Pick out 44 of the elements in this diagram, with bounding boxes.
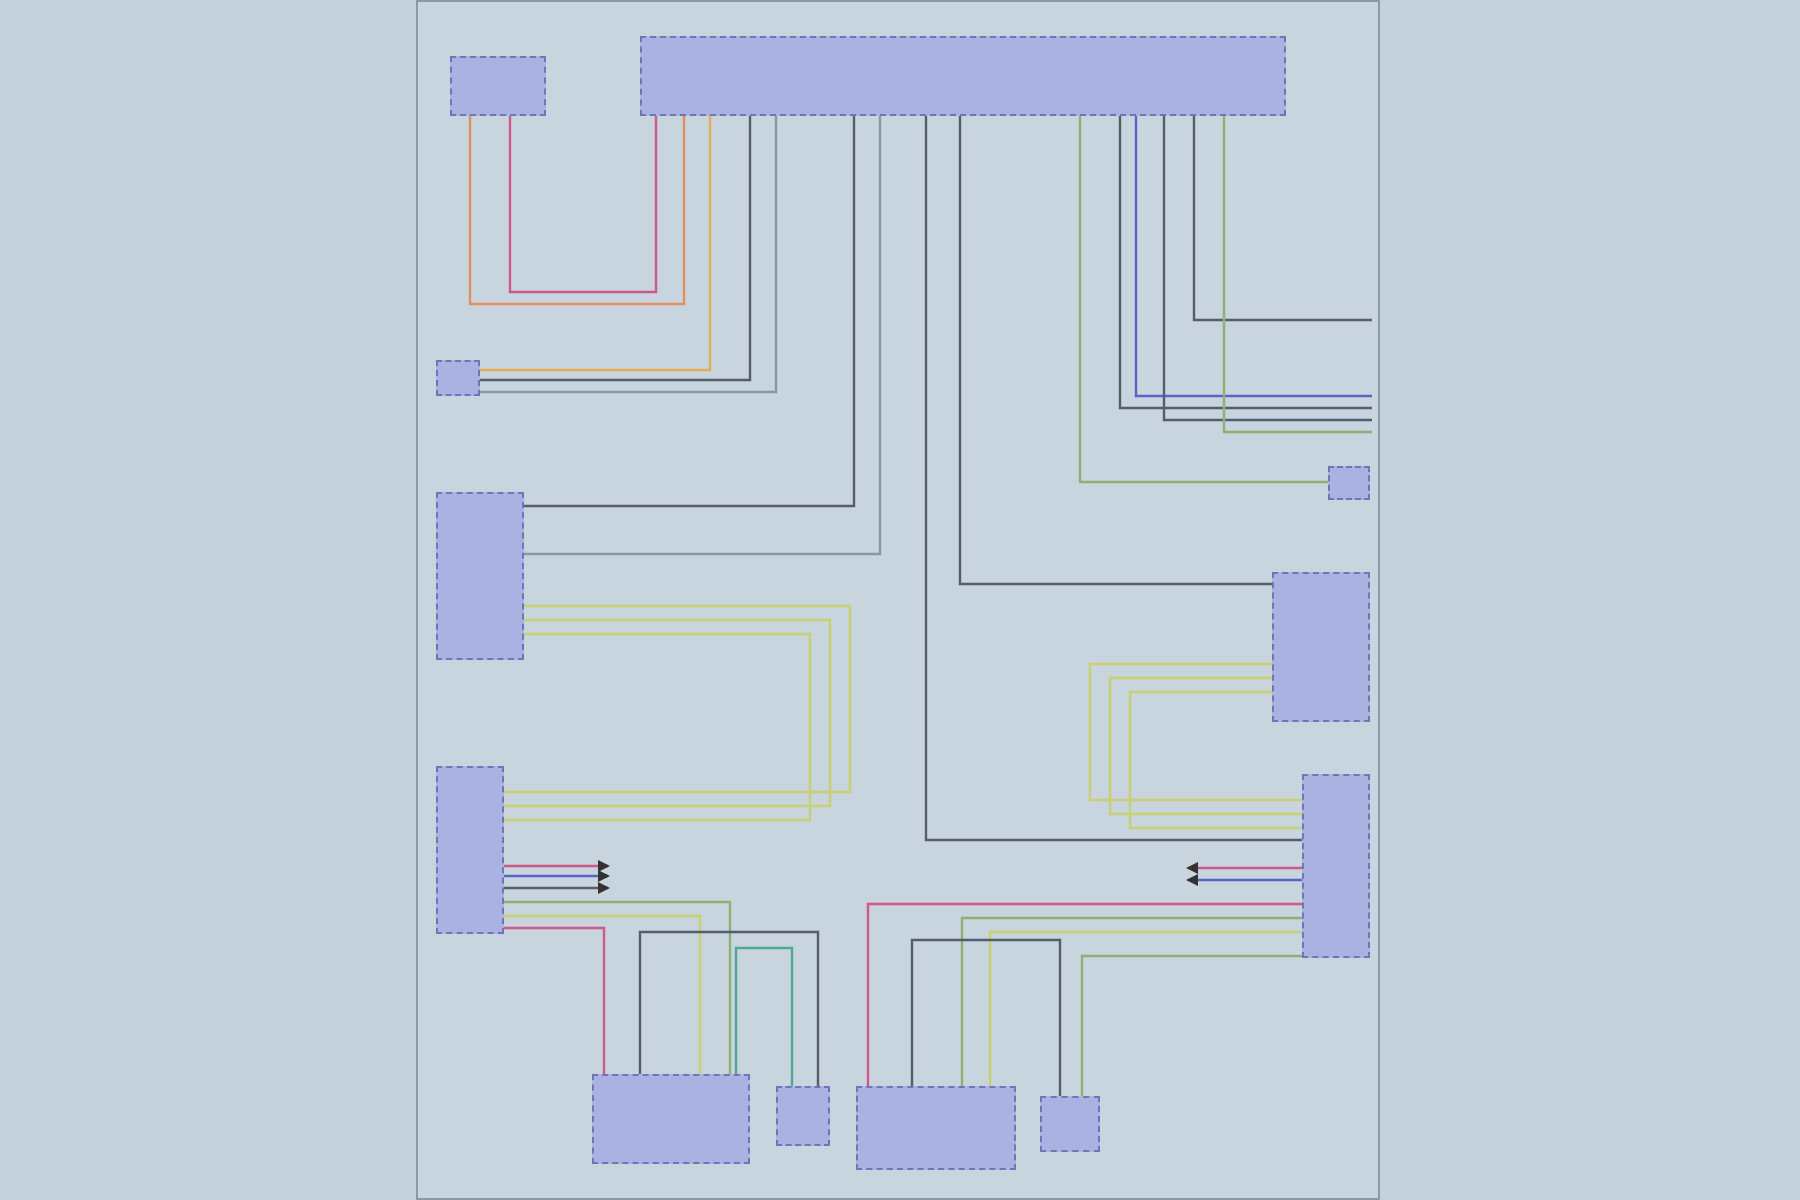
wire — [1108, 676, 1302, 816]
wire — [508, 116, 658, 294]
wire — [504, 632, 812, 822]
wire — [504, 900, 732, 1074]
wire — [1128, 690, 1302, 830]
wire — [924, 116, 1302, 842]
component-block — [856, 1086, 1016, 1170]
wire — [504, 870, 610, 882]
wire — [480, 116, 712, 372]
wire — [504, 926, 606, 1074]
wire — [504, 618, 832, 808]
component-block — [1040, 1096, 1100, 1152]
component-block — [776, 1086, 830, 1146]
wire — [1088, 662, 1302, 802]
wire — [524, 116, 882, 556]
component-block — [436, 492, 524, 660]
wire — [734, 946, 794, 1086]
wire — [1080, 954, 1302, 1096]
component-block — [1328, 466, 1370, 500]
wire — [910, 938, 1062, 1096]
wire — [1222, 116, 1372, 434]
wire — [504, 860, 610, 872]
component-block — [592, 1074, 750, 1164]
wire — [504, 882, 610, 894]
wire — [468, 116, 686, 306]
wire — [638, 930, 820, 1086]
wire — [960, 916, 1302, 1086]
wire — [1192, 116, 1372, 322]
component-block — [450, 56, 546, 116]
wire — [866, 902, 1302, 1086]
wire — [504, 604, 852, 794]
component-block — [1272, 572, 1370, 722]
wire — [958, 116, 1272, 586]
wire — [1186, 862, 1302, 874]
component-block — [436, 360, 480, 396]
wire — [524, 116, 856, 508]
wire — [1078, 116, 1328, 484]
wire — [504, 914, 702, 1074]
component-block — [640, 36, 1286, 116]
component-block — [436, 766, 504, 934]
component-block — [1302, 774, 1370, 958]
wire — [1162, 116, 1372, 422]
wire — [1186, 874, 1302, 886]
wire — [988, 930, 1302, 1086]
